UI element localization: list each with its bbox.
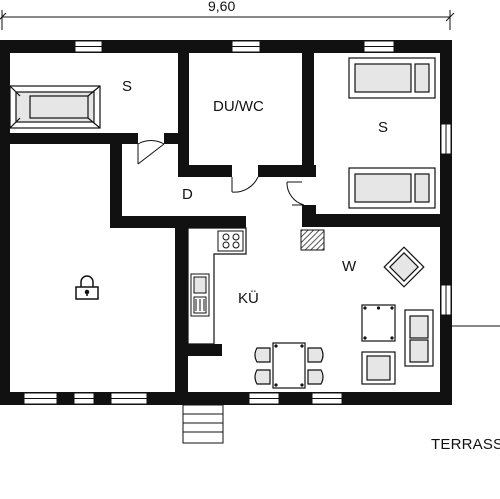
dimension-line (0, 10, 455, 30)
bathtub-icon (9, 85, 101, 129)
bed-icon (348, 167, 436, 209)
room-label-bathroom: DU/WC (213, 98, 264, 115)
entrance-steps (182, 404, 224, 444)
dining-chairs (254, 347, 324, 385)
stove-icon (217, 230, 244, 252)
room-label-living: W (342, 258, 357, 275)
terrace-label: TERRASSE (431, 436, 500, 453)
sofa (404, 309, 434, 367)
room-label-bedroom-left: S (122, 78, 133, 95)
side-table (361, 304, 396, 342)
dining-table (272, 342, 306, 389)
overall-width-label: 9,60 (208, 0, 236, 14)
room-label-kitchen: KÜ (238, 290, 259, 307)
armchair-rotated (383, 246, 425, 288)
bed-icon (348, 57, 436, 99)
armchair (361, 351, 396, 385)
room-label-bedroom-right: S (378, 119, 389, 136)
lock-icon (75, 275, 99, 300)
sink-icon (190, 273, 210, 317)
windows (23, 40, 452, 405)
interior-walls (0, 40, 452, 404)
room-label-hall: D (182, 186, 193, 203)
fireplace-icon (300, 229, 325, 251)
